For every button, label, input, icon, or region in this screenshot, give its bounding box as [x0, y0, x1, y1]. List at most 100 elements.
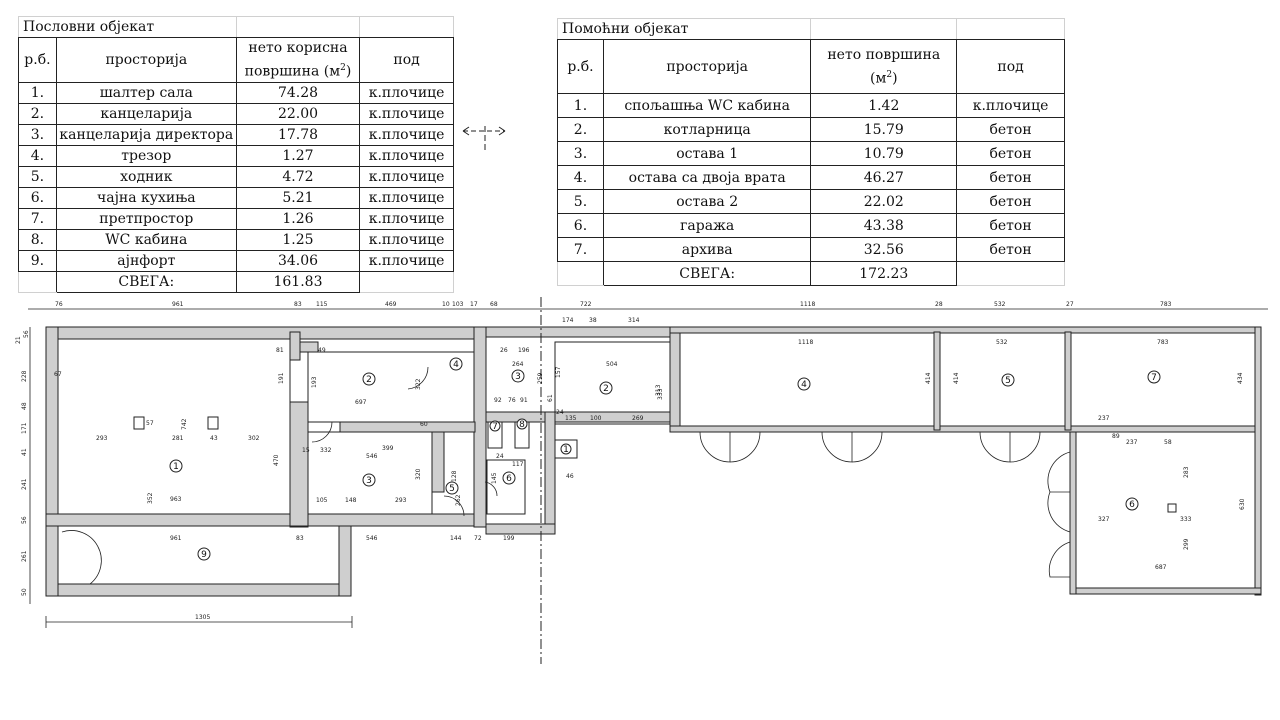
svg-text:333: 333: [657, 388, 664, 400]
total-row: СВЕГА: 172.23: [557, 261, 1065, 286]
svg-text:117: 117: [512, 461, 524, 468]
svg-text:399: 399: [382, 445, 394, 452]
top-dim: 17: [470, 301, 478, 308]
section-arrows: [462, 126, 506, 150]
room-label: 6: [1129, 500, 1135, 510]
svg-text:89: 89: [1112, 433, 1120, 440]
svg-text:313: 313: [655, 384, 662, 396]
svg-text:67: 67: [54, 371, 62, 378]
svg-text:57: 57: [146, 420, 154, 427]
svg-text:49: 49: [318, 347, 326, 354]
svg-text:414: 414: [925, 372, 932, 384]
svg-text:546: 546: [366, 453, 378, 460]
room-label: 2: [366, 375, 372, 385]
room-label: 1: [563, 445, 569, 455]
svg-text:144: 144: [450, 535, 462, 542]
svg-text:264: 264: [512, 361, 524, 368]
svg-text:26: 26: [500, 347, 508, 354]
svg-text:333: 333: [1180, 516, 1192, 523]
svg-text:293: 293: [395, 497, 407, 504]
svg-text:470: 470: [273, 454, 280, 466]
left-dim: 56: [23, 330, 30, 338]
header-room: просторија: [55, 37, 237, 83]
room-label: 2: [603, 384, 609, 394]
svg-text:61: 61: [547, 394, 554, 402]
svg-text:742: 742: [181, 418, 188, 430]
svg-text:83: 83: [296, 535, 304, 542]
svg-text:105: 105: [316, 497, 328, 504]
top-dim: 961: [172, 301, 184, 308]
total-label: СВЕГА:: [602, 261, 812, 286]
room-label: 5: [1005, 376, 1011, 386]
left-dim: 41: [21, 448, 28, 456]
svg-text:174: 174: [562, 317, 574, 324]
left-dim: 56: [21, 516, 28, 524]
left-dim: 228: [21, 370, 28, 382]
svg-text:24: 24: [496, 453, 504, 460]
svg-text:262: 262: [455, 494, 462, 506]
svg-text:60: 60: [420, 421, 428, 428]
svg-text:135: 135: [565, 415, 577, 422]
total-row: СВЕГА: 161.83: [18, 270, 454, 293]
svg-text:196: 196: [518, 347, 530, 354]
room-label: 3: [515, 372, 521, 382]
svg-text:281: 281: [172, 435, 184, 442]
bottom-dim: 1305: [195, 614, 210, 621]
svg-text:302: 302: [248, 435, 260, 442]
top-dim: 532: [994, 301, 1006, 308]
top-dim: 10: [442, 301, 450, 308]
room-label: 6: [506, 474, 512, 484]
room-label: 4: [453, 360, 459, 370]
svg-text:327: 327: [1098, 516, 1110, 523]
svg-text:1118: 1118: [798, 339, 813, 346]
svg-text:504: 504: [606, 361, 618, 368]
top-dim: 469: [385, 301, 397, 308]
svg-text:697: 697: [355, 399, 367, 406]
header-num: р.б.: [18, 37, 57, 83]
header-room: просторија: [602, 39, 812, 94]
total-value: 161.83: [235, 270, 361, 293]
svg-text:43: 43: [210, 435, 218, 442]
svg-text:72: 72: [474, 535, 482, 542]
room-label: 7: [492, 422, 498, 432]
left-dim: 261: [21, 550, 28, 562]
svg-text:283: 283: [1183, 466, 1190, 478]
left-dim: 171: [21, 422, 28, 434]
header-area: нето површина(м2): [810, 39, 958, 94]
room-label: 9: [201, 550, 207, 560]
top-dim: 76: [55, 301, 63, 308]
floor-plan: 76 961 83 115 469 10 103 17 68 722 1118 …: [15, 297, 1268, 664]
left-dim: 48: [21, 402, 28, 410]
svg-text:630: 630: [1239, 498, 1246, 510]
top-dim: 27: [1066, 301, 1074, 308]
svg-text:24: 24: [556, 409, 564, 416]
svg-text:193: 193: [311, 376, 318, 388]
svg-text:961: 961: [170, 535, 182, 542]
top-dim: 1118: [800, 301, 815, 308]
auxiliary-building-table: Помоћни објекат р.б. просторија нето пов…: [556, 18, 1065, 286]
svg-text:128: 128: [451, 470, 458, 482]
svg-text:58: 58: [1164, 439, 1172, 446]
svg-text:100: 100: [590, 415, 602, 422]
header-floor: под: [956, 39, 1065, 94]
svg-text:237: 237: [1098, 415, 1110, 422]
total-value: 172.23: [810, 261, 958, 286]
svg-text:687: 687: [1155, 564, 1167, 571]
table-caption: Пословни објекат: [18, 16, 237, 38]
svg-text:38: 38: [589, 317, 597, 324]
room-label: 7: [1151, 373, 1157, 383]
svg-text:237: 237: [1126, 439, 1138, 446]
svg-text:532: 532: [996, 339, 1008, 346]
